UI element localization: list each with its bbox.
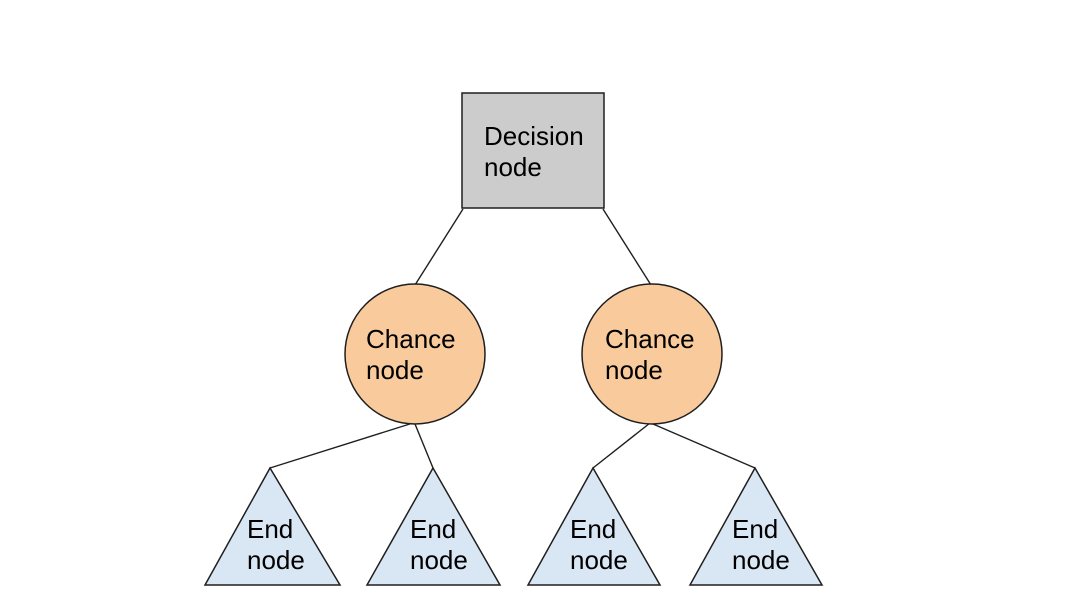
decision-node-shape [461,92,605,209]
edge-decision-to-chance-right [602,208,652,286]
chance-node-left-label: Chance node [366,324,456,385]
edge-chance-right-to-end-3 [592,422,651,469]
chance-node-left-shape [344,283,486,425]
end-node-2-shape [365,466,502,586]
end-node-3-label: End node [570,514,628,575]
end-node-4-label: End node [732,514,790,575]
edge-chance-right-to-end-4 [652,423,756,469]
end-node-2-label: End node [410,514,468,575]
end-node-3-shape [526,466,662,586]
end-node-4-shape [688,466,824,586]
chance-node-right-shape [581,283,723,425]
edge-chance-left-to-end-2 [414,423,434,469]
end-node-1-shape [203,466,342,586]
chance-node-right-label: Chance node [605,324,695,385]
edge-decision-to-chance-left [414,208,464,286]
end-node-1-label: End node [247,514,305,575]
edge-chance-left-to-end-1 [269,422,414,469]
decision-node-label: Decision node [484,121,584,182]
